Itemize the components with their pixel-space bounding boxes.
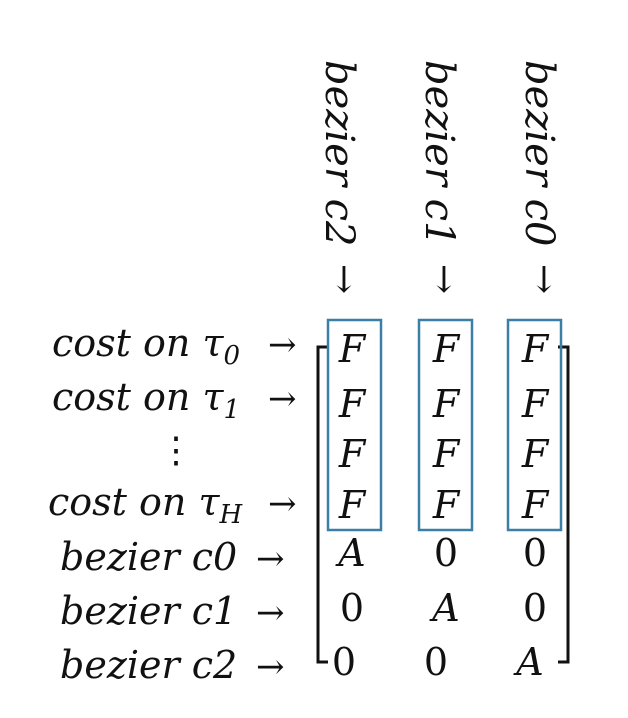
row-label-vertical-ellipsis: ⋮: [158, 430, 194, 471]
matrix-cell: A: [335, 531, 365, 575]
matrix-cell: F: [432, 483, 461, 527]
matrix-cell: F: [338, 432, 367, 476]
matrix-brackets: [316, 345, 570, 664]
matrix-cell: 0: [340, 586, 364, 630]
highlight-box-column-1: [326, 318, 383, 532]
matrix-cell: 0: [424, 640, 448, 684]
highlight-box-column-3: [506, 318, 563, 532]
matrix-cell: F: [338, 382, 367, 426]
row-label-bezier-c0: bezier c0: [60, 535, 237, 579]
row-arrow-c0: →: [256, 539, 285, 579]
column-header-bezier-c1: bezier c1: [416, 60, 462, 247]
highlight-box-column-2: [417, 318, 474, 532]
matrix-cell: F: [521, 432, 550, 476]
highlight-boxes: [326, 318, 563, 532]
matrix-entries: F F F F F F F F F F F F A 0 0 0 A 0 0 0 …: [332, 327, 550, 684]
left-bracket: [316, 345, 328, 664]
row-label-cost-tau-1: cost on τ1: [52, 375, 240, 425]
matrix-cell: 0: [523, 531, 547, 575]
row-label-cost-tau-h: cost on τH: [48, 480, 243, 530]
matrix-cell: 0: [332, 640, 356, 684]
column-header-bezier-c2: bezier c2: [316, 60, 362, 247]
row-label-bezier-c2: bezier c2: [60, 643, 237, 687]
row-label-cost-tau-0: cost on τ0: [52, 321, 240, 371]
matrix-cell: A: [429, 586, 459, 630]
right-bracket: [558, 345, 570, 664]
matrix-cell: F: [432, 382, 461, 426]
matrix-cell: F: [521, 382, 550, 426]
row-arrow-0: →: [268, 325, 297, 365]
column-header-bezier-c0: bezier c0: [516, 60, 562, 247]
matrix-cell: F: [521, 483, 550, 527]
row-arrow-c1: →: [256, 593, 285, 633]
row-arrow-c2: →: [256, 647, 285, 687]
row-label-bezier-c1: bezier c1: [60, 589, 237, 633]
matrix-cell: F: [432, 327, 461, 371]
row-arrow-h: →: [268, 484, 297, 524]
row-labels: cost on τ0 → cost on τ1 → ⋮ cost on τH →…: [48, 321, 297, 687]
column-arrow-c2: ↓: [329, 260, 359, 301]
matrix-cell: F: [521, 327, 550, 371]
column-arrow-c0: ↓: [529, 260, 559, 301]
matrix-cell: 0: [434, 531, 458, 575]
column-headers: bezier c2 bezier c1 bezier c0 ↓ ↓ ↓: [316, 60, 562, 301]
matrix-cell: 0: [523, 586, 547, 630]
matrix-cell: F: [432, 432, 461, 476]
matrix-cell: A: [513, 640, 543, 684]
row-arrow-1: →: [268, 379, 297, 419]
matrix-cell: F: [338, 327, 367, 371]
matrix-cell: F: [338, 483, 367, 527]
column-arrow-c1: ↓: [429, 260, 459, 301]
